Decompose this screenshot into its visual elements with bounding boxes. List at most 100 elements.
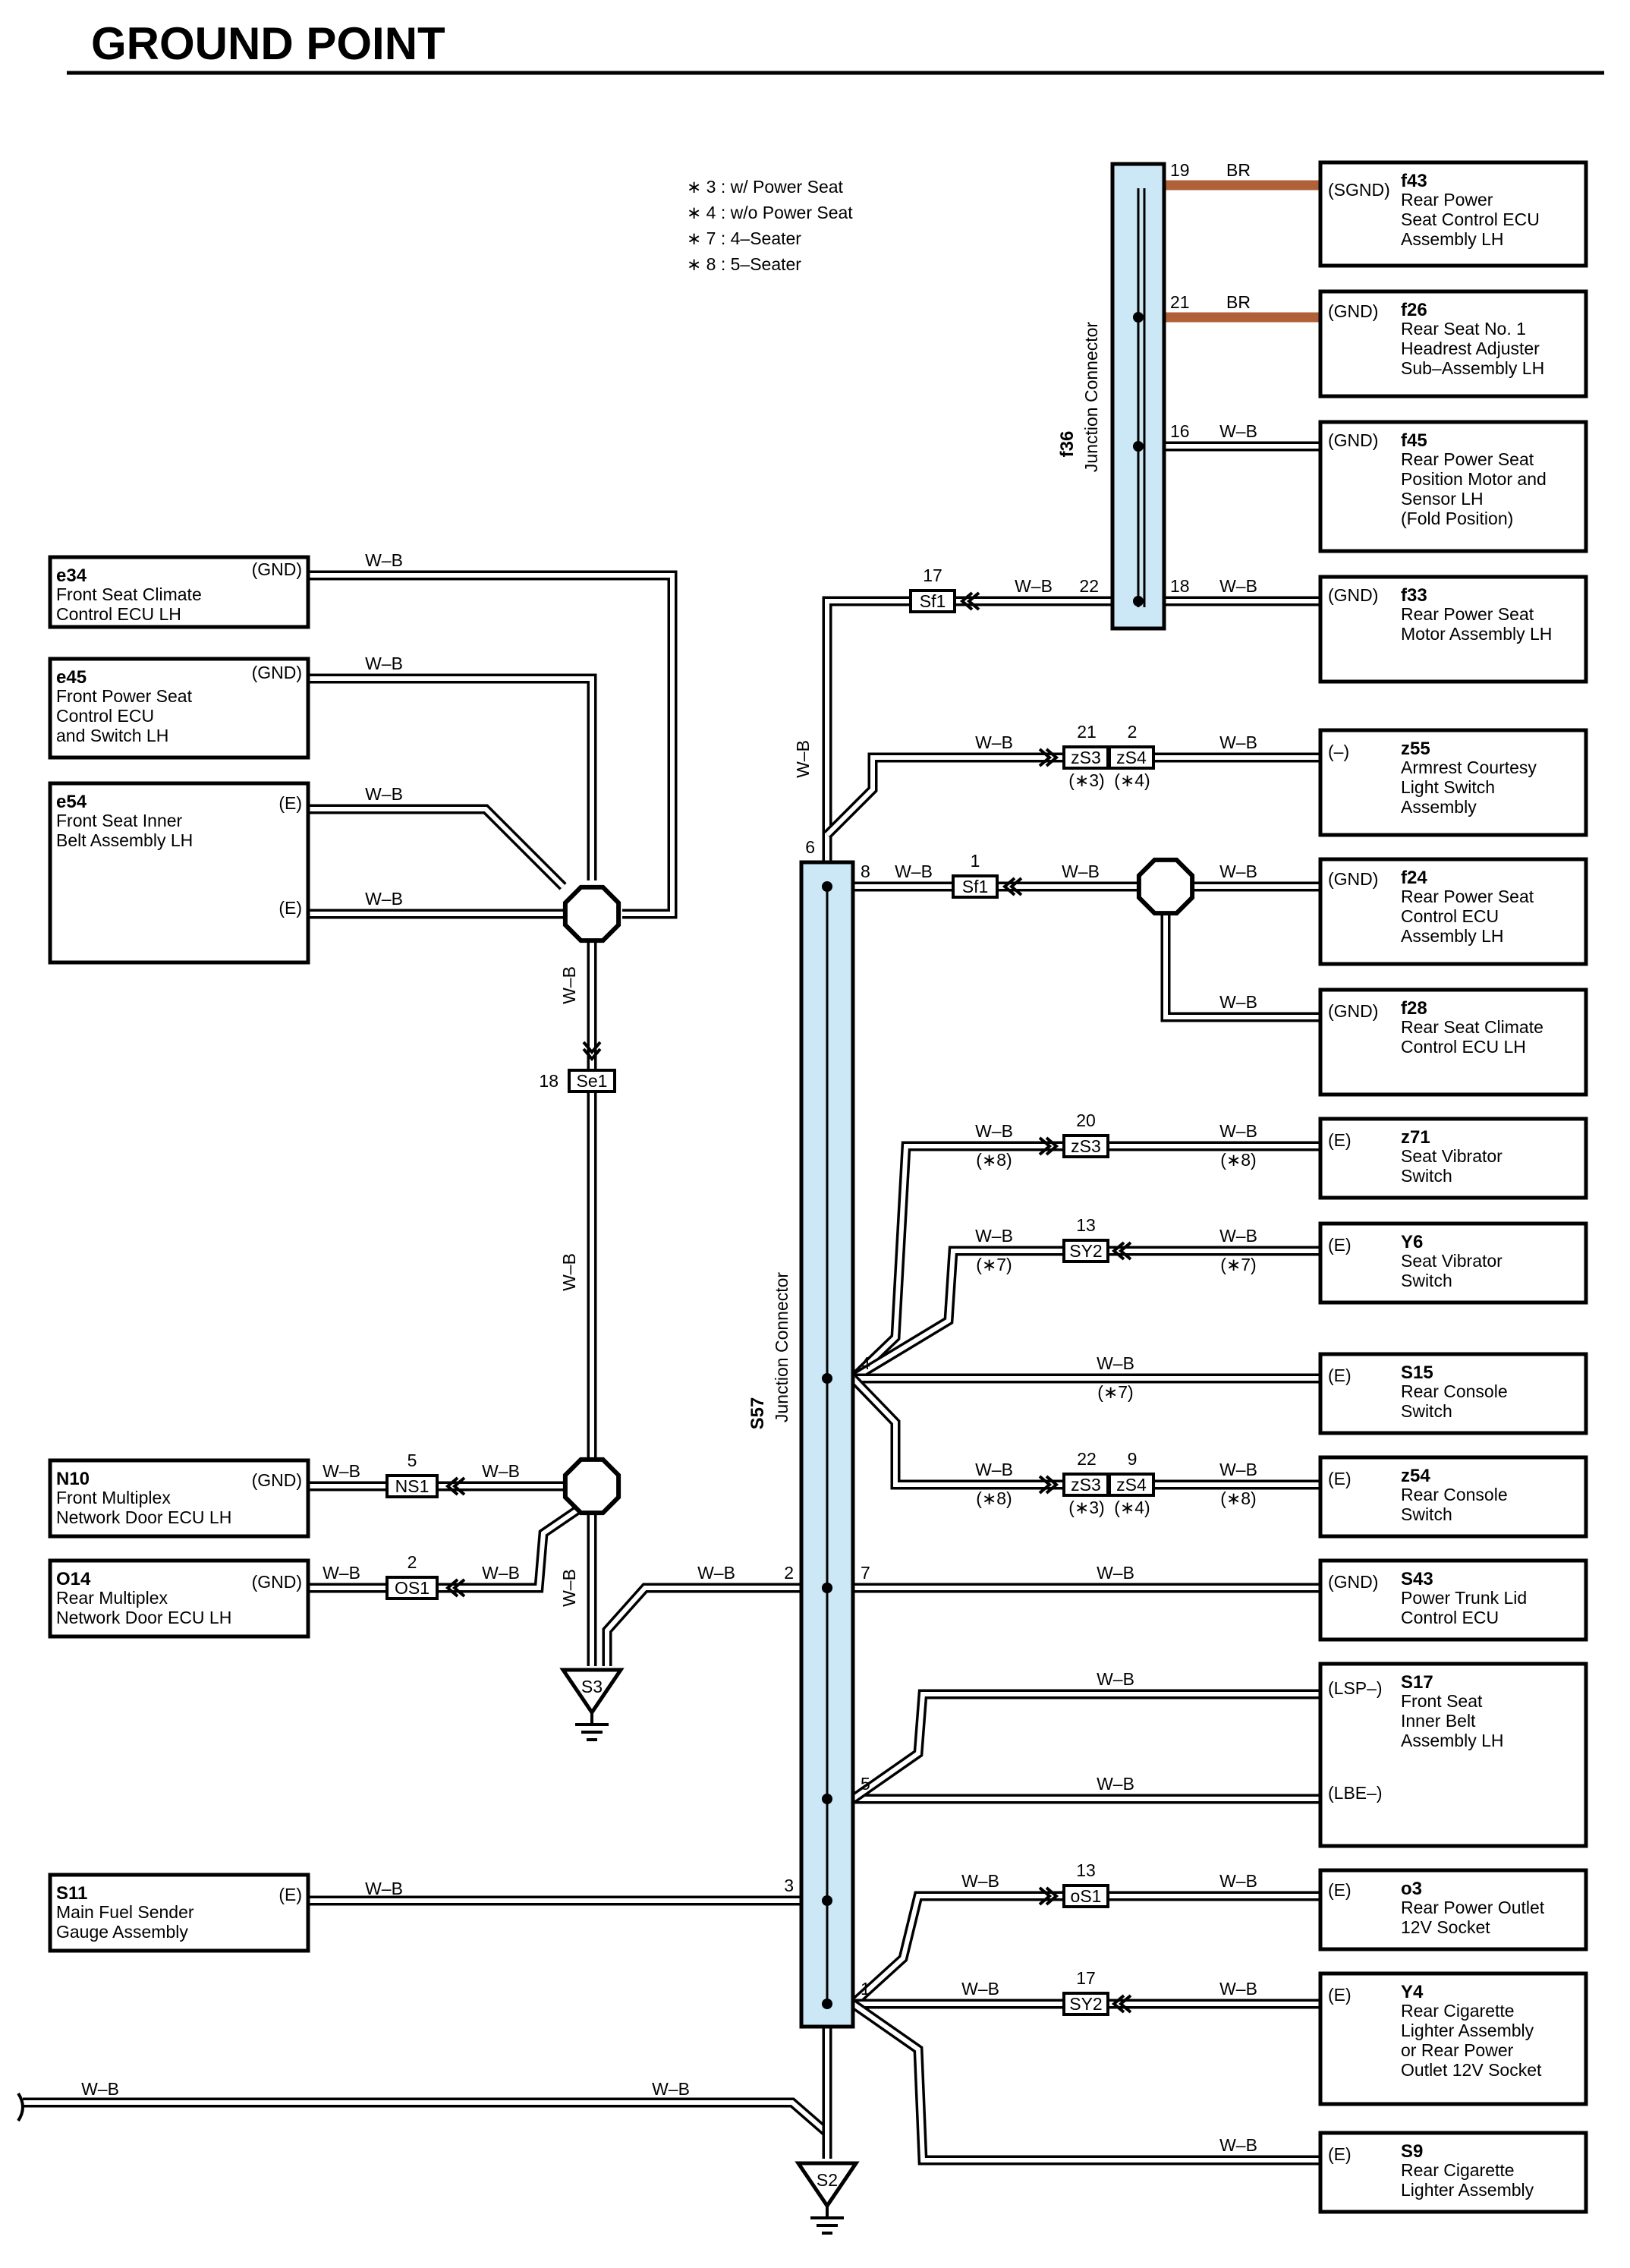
conn-sy2-y6-label: SY2	[1069, 1241, 1102, 1261]
comp-f24-name: Control ECU	[1401, 906, 1499, 926]
wire-color-label: W–B	[365, 1879, 403, 1898]
comp-O14-name: Rear Multiplex	[56, 1588, 168, 1608]
splice-s57-right	[1136, 857, 1195, 916]
comp-e54-code: e54	[56, 792, 87, 812]
wire-z71	[851, 1144, 1320, 1381]
wire-color-label: W–B	[1219, 732, 1257, 752]
wire-color-label: W–B	[975, 1226, 1013, 1246]
splice-left-upper	[562, 884, 621, 943]
wire-f28	[1163, 887, 1320, 1019]
wire-color-label: W–B	[1219, 992, 1257, 1012]
comp-e54-name: Front Seat Inner	[56, 811, 183, 830]
comp-S43-box	[1318, 1558, 1588, 1642]
condition-label: (∗8)	[976, 1488, 1012, 1508]
wire-color-label: W–B	[1219, 1226, 1257, 1246]
wire-color-label: W–B	[1062, 862, 1100, 881]
arrowhead	[1111, 1241, 1125, 1261]
wire-color-label: W–B	[323, 1461, 360, 1481]
comp-f26-code: f26	[1401, 300, 1427, 320]
conn-sf1-mid-box	[952, 874, 999, 899]
comp-f43-name: Assembly LH	[1401, 229, 1503, 249]
arrowhead	[1045, 1886, 1059, 1906]
comp-z55-box	[1318, 728, 1588, 837]
f36-pin: 22	[1079, 576, 1099, 596]
comp-N10-box	[48, 1458, 310, 1539]
conn-zs3-z55-box	[1062, 745, 1109, 770]
conn-os1-left-box	[385, 1576, 439, 1600]
splice-dot	[822, 1895, 832, 1906]
arrowhead	[1038, 1475, 1053, 1495]
comp-e45-box	[48, 657, 310, 760]
arrowhead	[1118, 1241, 1132, 1261]
splice-dot	[822, 1373, 832, 1384]
wire-e45	[308, 676, 594, 880]
arrowhead	[1038, 1136, 1053, 1156]
wire-color-label-vertical: W–B	[559, 966, 579, 1004]
parts	[17, 160, 1588, 2235]
splice-dot	[822, 1999, 832, 2009]
comp-f45-name: Rear Power Seat	[1401, 449, 1534, 469]
wire-color-label: W–B	[961, 1871, 999, 1891]
arrowhead	[452, 1476, 466, 1496]
comp-f26-name: Headrest Adjuster	[1401, 339, 1540, 358]
comp-f45-terminal: (GND)	[1328, 430, 1378, 450]
comp-Y6-box	[1318, 1221, 1588, 1305]
conn-os1-left-label: OS1	[395, 1578, 430, 1598]
comp-N10-terminal: (GND)	[252, 1470, 302, 1490]
pin-number: 18	[539, 1071, 559, 1091]
splice-dot	[1133, 596, 1144, 606]
comp-o3-terminal: (E)	[1328, 1880, 1352, 1900]
wire-e34	[308, 570, 678, 919]
wire-s2-long	[23, 2097, 832, 2159]
comp-z54-name: Switch	[1401, 1504, 1452, 1524]
comp-o3-name: Rear Power Outlet	[1401, 1898, 1545, 1917]
wire-color-label: W–B	[1219, 1871, 1257, 1891]
ground-s3-triangle	[559, 1668, 625, 1716]
comp-N10-code: N10	[56, 1469, 90, 1489]
comp-O14-terminal: (GND)	[252, 1572, 302, 1592]
comp-f45-name: Position Motor and	[1401, 469, 1547, 489]
comp-Y6-terminal: (E)	[1328, 1235, 1352, 1255]
comp-S17-code: S17	[1401, 1672, 1433, 1693]
comp-Y6-code: Y6	[1401, 1232, 1423, 1252]
comp-f33-terminal: (GND)	[1328, 585, 1378, 605]
s57-pin: 8	[861, 862, 870, 881]
s57-pin: 7	[861, 1563, 870, 1583]
pin-number: 2	[1128, 722, 1138, 742]
arrowhead	[445, 1476, 459, 1496]
pin-number: 17	[1076, 1968, 1096, 1988]
comp-o3-box	[1318, 1868, 1588, 1951]
f36-pin: 19	[1170, 160, 1190, 180]
condition-label: (∗4)	[1114, 1498, 1150, 1517]
conn-zs4-z54-box	[1108, 1473, 1155, 1497]
comp-S11-terminal: (E)	[278, 1885, 302, 1904]
comp-e45-name: Control ECU	[56, 706, 154, 726]
condition-label: (∗3)	[1068, 770, 1104, 790]
comp-S15-name: Switch	[1401, 1401, 1452, 1421]
arrowhead	[1009, 877, 1023, 896]
wire-color-label: W–B	[365, 889, 403, 909]
s57-label: Junction Connector	[772, 1272, 791, 1423]
comp-S17-box	[1318, 1662, 1588, 1848]
s57-pin: 2	[784, 1563, 794, 1583]
wire-color-label-vertical: W–B	[793, 740, 813, 778]
wire-color-label: W–B	[1219, 1460, 1257, 1479]
comp-S11-code: S11	[56, 1883, 87, 1904]
comp-Y4-terminal: (E)	[1328, 1985, 1352, 2005]
comp-e45-name: Front Power Seat	[56, 686, 193, 706]
wire-color-label: W–B	[323, 1563, 360, 1583]
condition-label: (∗7)	[1220, 1255, 1256, 1274]
conn-sf1-top-label: Sf1	[920, 591, 946, 611]
wire-color-label: W–B	[1097, 1353, 1134, 1373]
condition-label: (∗7)	[976, 1255, 1012, 1274]
s57-pin: 4	[861, 1353, 870, 1373]
comp-f26-terminal: (GND)	[1328, 301, 1378, 321]
splice-dot	[1133, 312, 1144, 323]
comp-S11-name: Gauge Assembly	[56, 1922, 188, 1942]
comp-Y4-code: Y4	[1401, 1982, 1424, 2002]
wire-color-label: W–B	[1219, 1979, 1257, 1999]
arrowhead	[452, 1578, 466, 1598]
comp-O14-name: Network Door ECU LH	[56, 1608, 231, 1627]
pin-number: 1	[971, 851, 980, 871]
